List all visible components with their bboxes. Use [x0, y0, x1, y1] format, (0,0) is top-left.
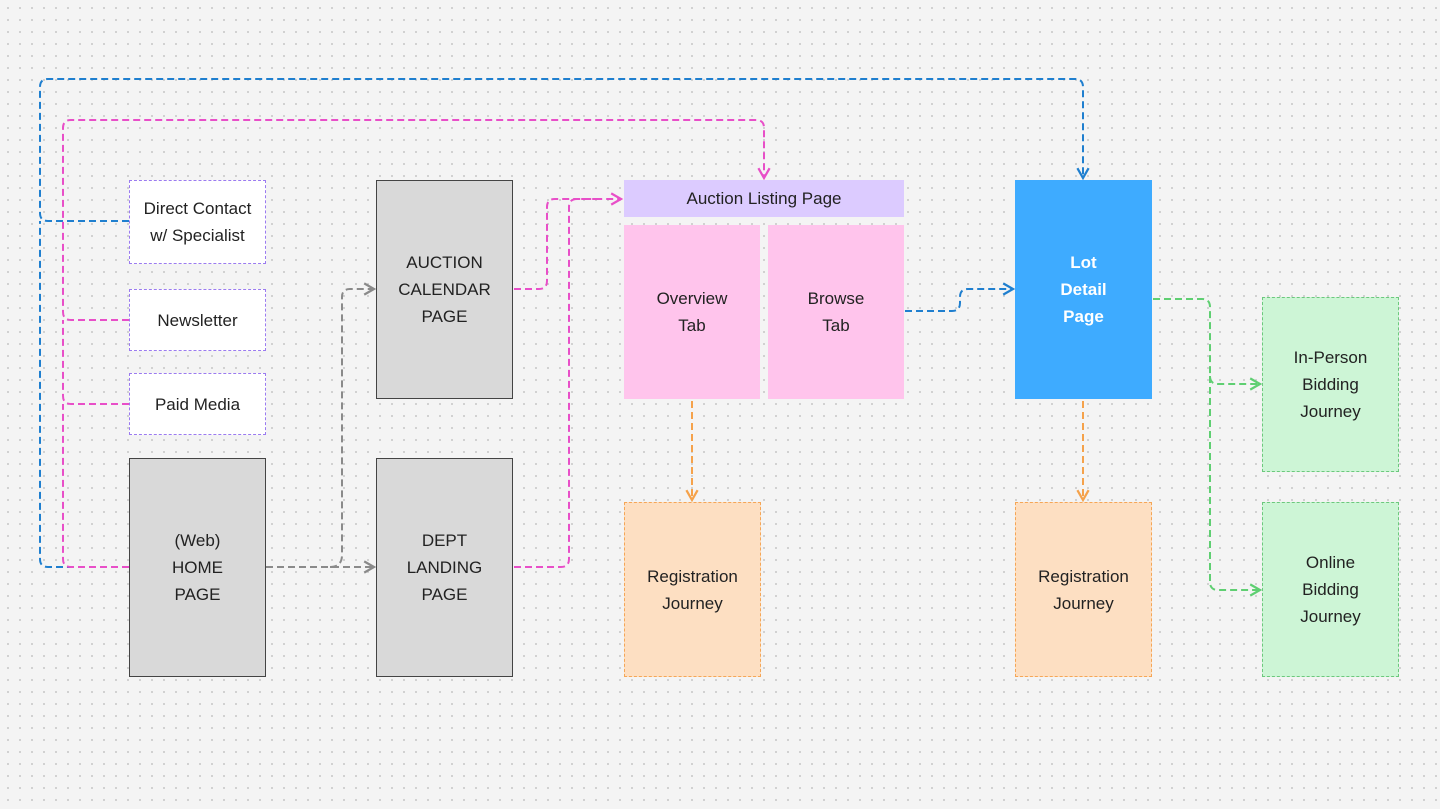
online-bidding-node[interactable]: Online Bidding Journey: [1262, 502, 1399, 677]
in-person-bidding-node[interactable]: In-Person Bidding Journey: [1262, 297, 1399, 472]
dept-landing-label: DEPT LANDING PAGE: [406, 531, 483, 604]
lot-registration-node[interactable]: Registration Journey: [1015, 502, 1152, 677]
calendar-to-listing-connector: [514, 192, 624, 290]
paid-media-to-pink-bus-connector: [62, 320, 129, 405]
auction-listing-header[interactable]: Auction Listing Page: [624, 180, 904, 217]
online-bidding-label: Online Bidding Journey: [1300, 553, 1361, 626]
browse-tab-label: Browse Tab: [807, 289, 865, 335]
browse-to-lot-connector: [905, 282, 1016, 312]
browse-tab-node[interactable]: Browse Tab: [768, 225, 904, 399]
paid-media-node[interactable]: Paid Media: [129, 373, 266, 435]
in-person-bidding-label: In-Person Bidding Journey: [1293, 348, 1368, 421]
newsletter-node[interactable]: Newsletter: [129, 289, 266, 351]
dept-landing-node[interactable]: DEPT LANDING PAGE: [376, 458, 513, 677]
listing-registration-node[interactable]: Registration Journey: [624, 502, 761, 677]
auction-calendar-label: AUCTION CALENDAR PAGE: [398, 253, 491, 326]
home-page-node[interactable]: (Web) HOME PAGE: [129, 458, 266, 677]
listing-registration-label: Registration Journey: [647, 566, 738, 613]
auction-calendar-node[interactable]: AUCTION CALENDAR PAGE: [376, 180, 513, 399]
lot-registration-label: Registration Journey: [1038, 566, 1129, 613]
overview-tab-node[interactable]: Overview Tab: [624, 225, 760, 399]
newsletter-label: Newsletter: [157, 310, 238, 330]
home-to-calendar-connector: [329, 282, 377, 568]
home-to-pink-bus-connector: [62, 404, 129, 568]
overview-tab-label: Overview Tab: [656, 289, 728, 335]
lot-to-in-person-connector: [1153, 298, 1263, 391]
lot-detail-label: Lot Detail Page: [1060, 253, 1107, 326]
lot-to-online-connector: [1209, 376, 1263, 597]
direct-contact-label: Direct Contact w/ Specialist: [143, 199, 252, 245]
home-to-blue-bus-connector: [39, 221, 129, 568]
dept-to-listing-connector: [514, 198, 600, 568]
home-page-label: (Web) HOME PAGE: [172, 531, 223, 604]
direct-contact-node[interactable]: Direct Contact w/ Specialist: [129, 180, 266, 264]
paid-media-label: Paid Media: [154, 394, 241, 414]
lot-detail-node[interactable]: Lot Detail Page: [1015, 180, 1152, 399]
auction-listing-title: Auction Listing Page: [686, 189, 842, 208]
